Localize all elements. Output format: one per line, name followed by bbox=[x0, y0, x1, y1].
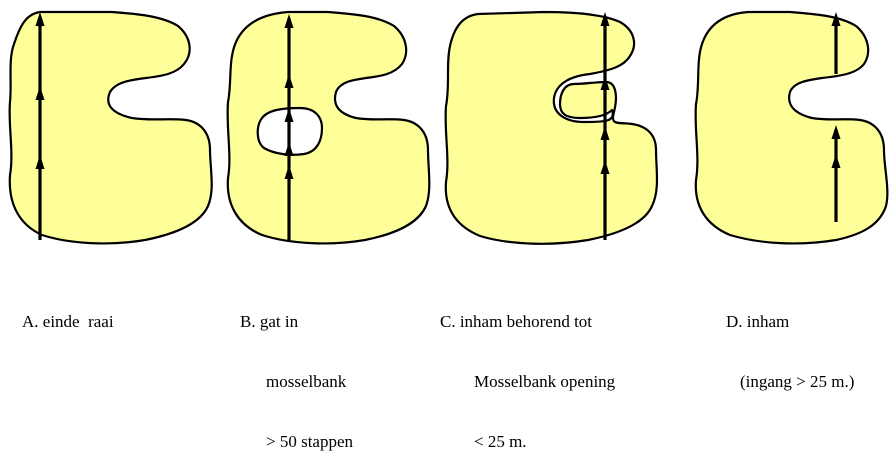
caption-line: < 25 m. bbox=[474, 432, 527, 451]
arrow-up-icon bbox=[35, 12, 45, 26]
mussel-bed-shape bbox=[226, 10, 431, 245]
mussel-bed-shape bbox=[8, 10, 213, 245]
caption-line: A. einde raai bbox=[22, 312, 114, 331]
panel-c bbox=[444, 10, 659, 245]
mussel-bed-shape bbox=[694, 10, 889, 245]
arrow-up-icon bbox=[831, 12, 841, 26]
diagram-canvas bbox=[8, 10, 889, 245]
caption-line: C. inham behorend tot bbox=[440, 312, 593, 331]
arrow-up-icon bbox=[284, 142, 294, 156]
arrow-up-icon bbox=[35, 86, 45, 100]
caption-line: Mosselbank opening bbox=[474, 372, 616, 391]
panel-a bbox=[8, 10, 213, 245]
caption-line: (ingang > 25 m.) bbox=[740, 372, 855, 391]
arrow-up-icon bbox=[831, 125, 841, 139]
arrow-up-icon bbox=[600, 12, 610, 26]
arrow-up-icon bbox=[600, 126, 610, 140]
caption-line: > 50 stappen bbox=[266, 432, 354, 451]
arrow-up-icon bbox=[600, 160, 610, 174]
caption-b: B. gat in mosselbank > 50 stappen bbox=[240, 272, 353, 472]
mussel-bed-shape bbox=[444, 10, 659, 245]
caption-d: D. inham (ingang > 25 m.) bbox=[726, 272, 854, 412]
arrow-up-icon bbox=[284, 165, 294, 179]
arrow-up-icon bbox=[284, 14, 294, 28]
arrow-up-icon bbox=[284, 74, 294, 88]
arrow-up-icon bbox=[35, 155, 45, 169]
arrow-up-icon bbox=[600, 76, 610, 90]
arrow-up-icon bbox=[831, 154, 841, 168]
caption-line: mosselbank bbox=[266, 372, 347, 391]
caption-a: A. einde raai bbox=[22, 272, 114, 352]
panel-d bbox=[694, 10, 889, 245]
panel-b bbox=[226, 10, 431, 245]
caption-line: B. gat in bbox=[240, 312, 299, 331]
arrow-up-icon bbox=[284, 108, 294, 122]
caption-line: D. inham bbox=[726, 312, 790, 331]
caption-c: C. inham behorend tot Mosselbank opening… bbox=[440, 272, 615, 472]
